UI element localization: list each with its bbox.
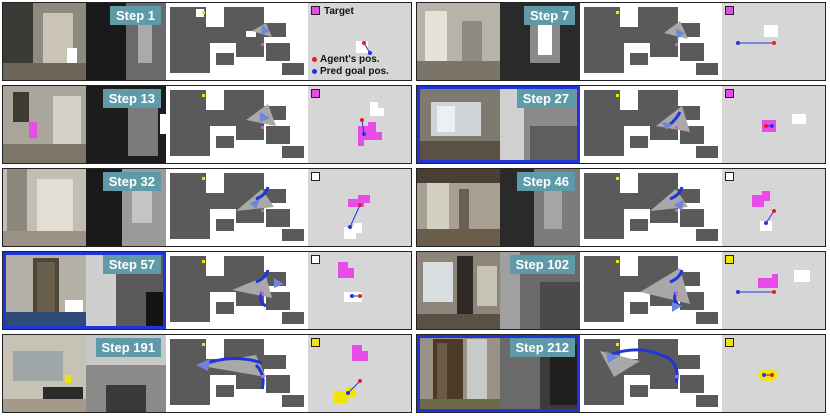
rgb-observation — [417, 335, 500, 412]
step-panel-13: Step 13 — [2, 85, 412, 164]
topdown-map — [580, 335, 722, 412]
topdown-map — [580, 3, 722, 80]
target-swatch — [725, 6, 734, 15]
rgb-observation — [3, 252, 86, 329]
step-label: Step 32 — [102, 172, 161, 191]
rgb-observation — [3, 86, 86, 163]
topdown-map — [166, 335, 308, 412]
agent-pos-dot — [312, 57, 317, 62]
semantic-map — [722, 252, 825, 329]
legend-agent-pos: Agent's pos. — [320, 54, 380, 65]
target-swatch — [725, 338, 734, 347]
rgb-observation — [417, 86, 500, 163]
topdown-map — [580, 169, 722, 246]
target-swatch — [311, 172, 320, 181]
target-swatch — [311, 338, 320, 347]
step-panel-1: Target Agent's pos. Pred goal pos. Step … — [2, 2, 412, 81]
step-label: Step 13 — [102, 89, 161, 108]
rgb-observation — [417, 169, 500, 246]
target-swatch — [725, 255, 734, 264]
semantic-map — [722, 335, 825, 412]
semantic-map — [308, 335, 411, 412]
rgb-observation — [417, 3, 500, 80]
pred-goal-dot — [312, 69, 317, 74]
step-panel-212: Step 212 — [416, 334, 826, 413]
topdown-map — [580, 86, 722, 163]
step-label: Step 7 — [523, 6, 575, 25]
step-label: Step 212 — [509, 338, 575, 357]
target-swatch — [725, 89, 734, 98]
semantic-map — [308, 86, 411, 163]
target-swatch — [725, 172, 734, 181]
step-panel-191: Step 191 — [2, 334, 412, 413]
semantic-map — [308, 169, 411, 246]
step-panel-102: Step 102 — [416, 251, 826, 330]
semantic-map — [722, 169, 825, 246]
topdown-map — [580, 252, 722, 329]
step-panel-46: Step 46 — [416, 168, 826, 247]
rgb-observation — [3, 3, 86, 80]
step-label: Step 27 — [516, 89, 575, 108]
semantic-map — [722, 3, 825, 80]
legend-pred-goal: Pred goal pos. — [320, 66, 389, 77]
depth-observation — [500, 169, 580, 246]
step-label: Step 191 — [95, 338, 161, 357]
step-label: Step 102 — [509, 255, 575, 274]
semantic-map: Target Agent's pos. Pred goal pos. — [308, 3, 411, 80]
step-label: Step 1 — [109, 6, 161, 25]
rgb-observation — [3, 335, 86, 412]
step-panel-32: Step 32 — [2, 168, 412, 247]
target-swatch — [311, 255, 320, 264]
step-panel-27: Step 27 — [416, 85, 826, 164]
target-swatch — [311, 89, 320, 98]
legend-target: Target — [324, 6, 354, 17]
rgb-observation — [3, 169, 86, 246]
target-swatch — [311, 6, 320, 15]
step-label: Step 46 — [516, 172, 575, 191]
topdown-map — [166, 169, 308, 246]
step-panel-7: Step 7 — [416, 2, 826, 81]
step-panel-57: Step 57 — [2, 251, 412, 330]
topdown-map — [166, 86, 308, 163]
semantic-map — [308, 252, 411, 329]
topdown-map — [166, 252, 308, 329]
semantic-map — [722, 86, 825, 163]
topdown-map — [166, 3, 308, 80]
step-label: Step 57 — [102, 255, 161, 274]
rgb-observation — [417, 252, 500, 329]
